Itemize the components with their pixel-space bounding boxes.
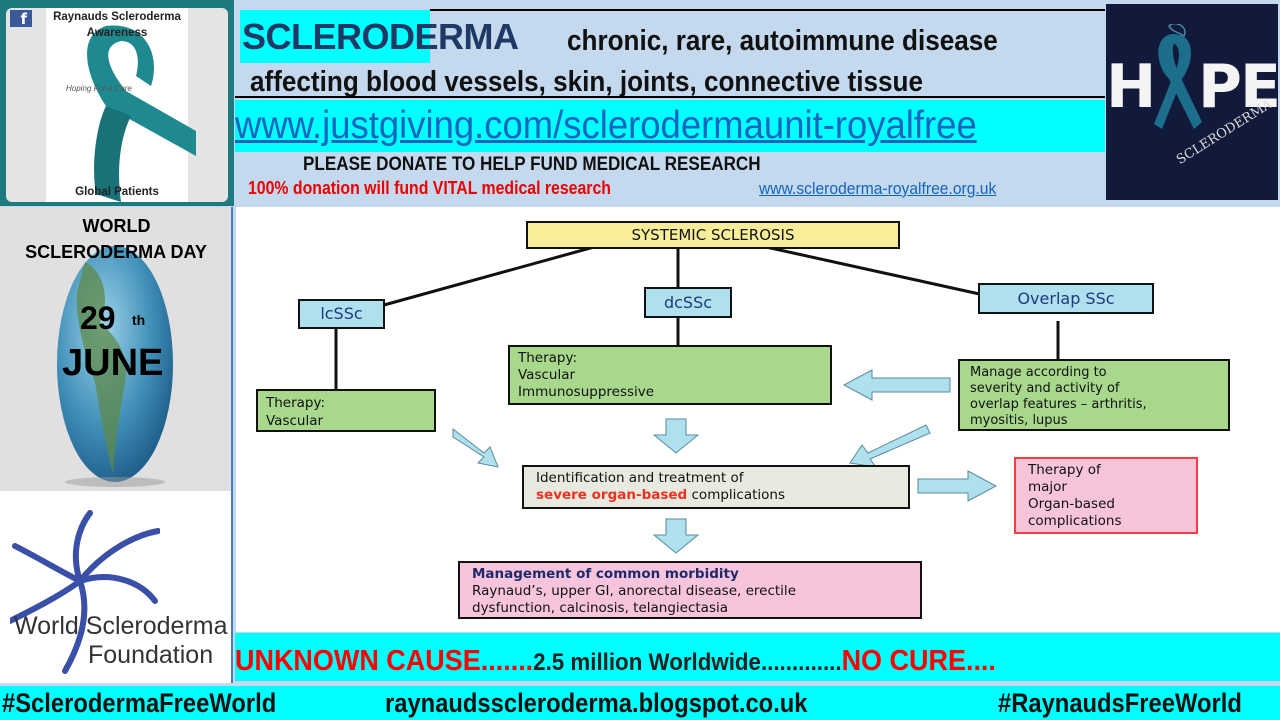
wsf-name-line2: Foundation bbox=[88, 641, 214, 669]
hope-letter-h: H bbox=[1106, 52, 1157, 122]
awareness-title-line2: Awareness bbox=[86, 27, 148, 39]
scleroderma-highlight bbox=[240, 10, 430, 63]
root-node-label: SYSTEMIC SCLEROSIS bbox=[631, 226, 795, 244]
global-patients-label: Global Patients bbox=[75, 186, 159, 198]
wsf-star-icon bbox=[10, 510, 160, 674]
major-therapy-line: major bbox=[1028, 479, 1067, 495]
awareness-title: Raynauds Scleroderma Awareness bbox=[32, 9, 202, 41]
arrow-left-to-dcssc bbox=[842, 369, 951, 401]
affected-areas: affecting blood vessels, skin, joints, c… bbox=[250, 66, 924, 98]
hope-ribbon-icon bbox=[1154, 24, 1202, 129]
therapy-node-dcssc: Therapy: Vascular Immunosuppressive bbox=[508, 345, 832, 405]
major-therapy-line: complications bbox=[1028, 513, 1122, 529]
hashtag-band: #SclerodermaFreeWorld raynaudsscleroderm… bbox=[0, 686, 1280, 720]
branch-label-overlap: Overlap SSc bbox=[1017, 289, 1115, 308]
world-day-month: JUNE bbox=[62, 342, 164, 384]
blog-link[interactable]: raynaudsscleroderma.blogspot.co.uk bbox=[385, 688, 808, 718]
arrow-diag-to-identification bbox=[452, 427, 499, 468]
major-therapy-node: Therapy of major Organ-based complicatio… bbox=[1014, 457, 1198, 534]
awareness-title-line1: Raynauds Scleroderma bbox=[53, 11, 181, 23]
flowchart-connectors bbox=[334, 245, 1060, 554]
dots-separator: ............. bbox=[760, 649, 842, 676]
arrow-down-to-identification bbox=[652, 418, 700, 454]
branch-label-dcssc: dcSSc bbox=[663, 293, 713, 312]
world-day-panel: WORLD SCLERODERMA DAY 29 th JUNE bbox=[0, 207, 233, 491]
header-divider bbox=[235, 96, 1105, 98]
therapy-node-overlap: Manage according to severity and activit… bbox=[958, 359, 1230, 431]
no-cure-text: NO CURE.... bbox=[841, 645, 996, 677]
arrow-down-to-morbidity bbox=[652, 518, 700, 554]
therapy-overlap-line: overlap features – arthritis, bbox=[970, 397, 1147, 412]
therapy-overlap-line: Manage according to bbox=[970, 365, 1107, 380]
arrow-right-to-major bbox=[917, 470, 998, 502]
identification-line2: severe organ-based complications bbox=[536, 487, 896, 504]
disease-description: chronic, rare, autoimmune disease bbox=[567, 25, 998, 57]
facts-line: UNKNOWN CAUSE.......2.5 million Worldwid… bbox=[235, 645, 996, 678]
connector-root-lcssc bbox=[383, 245, 595, 307]
donation-note: 100% donation will fund VITAL medical re… bbox=[248, 178, 611, 198]
header-banner: SCLERODERMA chronic, rare, autoimmune di… bbox=[235, 0, 1105, 206]
identification-node: Identification and treatment of severe o… bbox=[522, 465, 910, 509]
wsf-logo: World Scleroderma Foundation bbox=[0, 491, 233, 683]
facebook-icon[interactable]: f bbox=[10, 10, 32, 27]
morbidity-line2: dysfunction, calcinosis, telangiectasia bbox=[472, 600, 729, 616]
hashtag-raynauds[interactable]: #RaynaudsFreeWorld bbox=[998, 688, 1242, 718]
therapy-lcssc-line: Vascular bbox=[266, 413, 324, 429]
therapy-dcssc-line: Vascular bbox=[518, 367, 576, 383]
facts-band: UNKNOWN CAUSE.......2.5 million Worldwid… bbox=[235, 633, 1280, 681]
branch-node-overlap: Overlap SSc bbox=[978, 283, 1154, 314]
awareness-panel: f Raynauds Scleroderma Awareness Hoping … bbox=[0, 0, 234, 206]
connector-root-overlap bbox=[765, 245, 985, 297]
arrow-diag-from-overlap bbox=[849, 424, 931, 468]
hope-image: H PE SCLERODERMA bbox=[1106, 4, 1278, 200]
royalfree-link[interactable]: www.scleroderma-royalfree.org.uk bbox=[759, 179, 997, 198]
world-day-line1: WORLD bbox=[82, 216, 151, 236]
therapy-dcssc-line: Immunosuppressive bbox=[518, 384, 655, 400]
unknown-cause-text: UNKNOWN CAUSE bbox=[235, 645, 481, 677]
world-day-line2: SCLERODERMA DAY bbox=[25, 242, 207, 262]
branch-label-lcssc: lcSSc bbox=[320, 304, 363, 323]
identification-line1: Identification and treatment of bbox=[536, 470, 744, 486]
identification-highlight: severe organ-based bbox=[536, 487, 688, 503]
major-therapy-line: Organ-based bbox=[1028, 496, 1115, 512]
major-therapy-line: Therapy of bbox=[1028, 462, 1101, 478]
awareness-card: f Raynauds Scleroderma Awareness Hoping … bbox=[6, 8, 228, 202]
dots-separator: ....... bbox=[480, 645, 534, 677]
branch-node-dcssc: dcSSc bbox=[644, 287, 732, 318]
therapy-overlap-line: severity and activity of bbox=[970, 381, 1120, 396]
morbidity-title: Management of common morbidity bbox=[472, 566, 739, 582]
header-divider-top bbox=[430, 9, 1105, 11]
branch-node-lcssc: lcSSc bbox=[298, 299, 385, 329]
therapy-node-lcssc: Therapy: Vascular bbox=[256, 389, 436, 432]
justgiving-link[interactable]: www.justgiving.com/sclerodermaunit-royal… bbox=[235, 104, 977, 147]
hope-letters-pe: PE bbox=[1198, 52, 1278, 122]
morbidity-line1: Raynaud’s, upper GI, anorectal disease, … bbox=[472, 583, 796, 599]
donate-prompt: PLEASE DONATE TO HELP FUND MEDICAL RESEA… bbox=[303, 154, 761, 175]
root-node: SYSTEMIC SCLEROSIS bbox=[526, 221, 900, 249]
world-day-date: 29 bbox=[80, 300, 116, 336]
wsf-name-line1: World Scleroderma bbox=[14, 612, 228, 640]
identification-rest: complications bbox=[687, 487, 786, 503]
globe-icon bbox=[57, 246, 173, 487]
ssc-flowchart: SYSTEMIC SCLEROSIS lcSSc dcSSc Overlap S… bbox=[236, 207, 1280, 632]
hashtag-scleroderma[interactable]: #SclerodermaFreeWorld bbox=[2, 688, 277, 718]
patients-count-text: 2.5 million Worldwide bbox=[533, 649, 761, 676]
teal-ribbon-icon bbox=[87, 25, 196, 202]
therapy-overlap-line: myositis, lupus bbox=[970, 413, 1068, 428]
justgiving-band bbox=[235, 100, 1105, 152]
therapy-lcssc-line: Therapy: bbox=[266, 395, 326, 411]
therapy-dcssc-line: Therapy: bbox=[518, 350, 578, 366]
world-day-suffix: th bbox=[132, 312, 146, 328]
ribbon-caption: Hoping For a Cure bbox=[66, 84, 132, 93]
scleroderma-title: SCLERODERMA bbox=[242, 16, 519, 57]
morbidity-node: Management of common morbidity Raynaud’s… bbox=[458, 561, 922, 619]
